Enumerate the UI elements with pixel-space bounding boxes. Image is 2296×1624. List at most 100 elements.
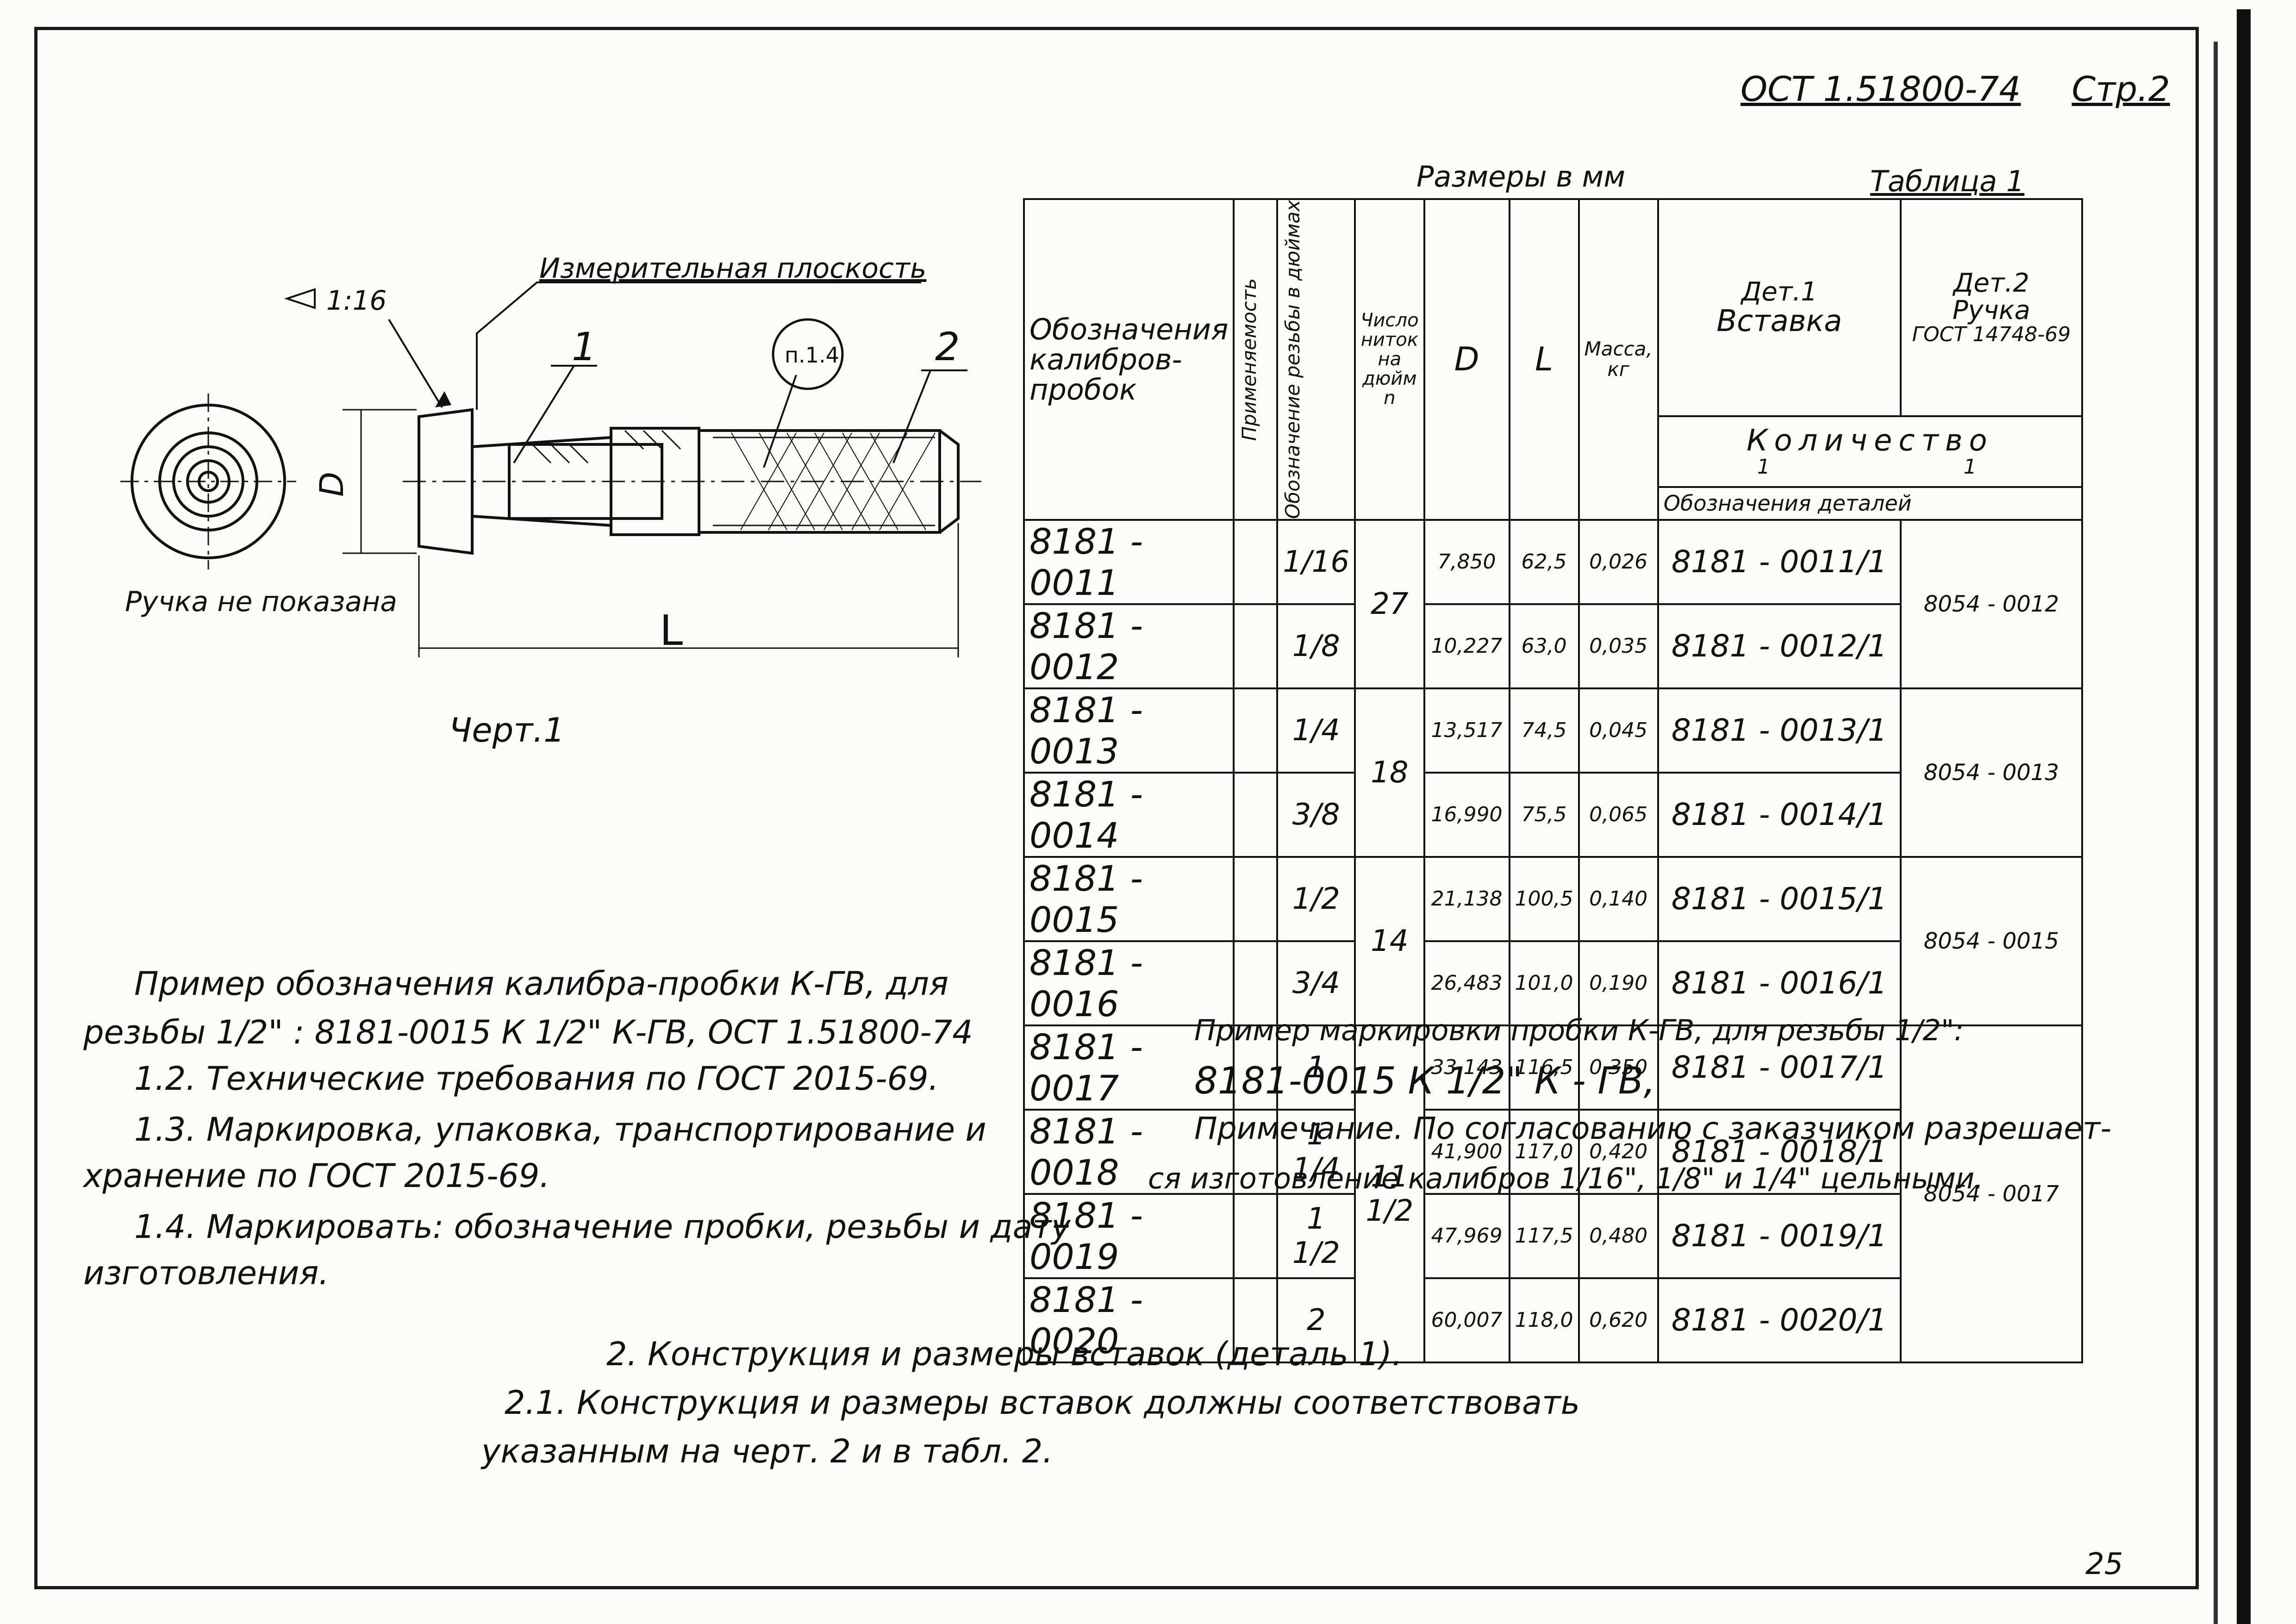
row-l: 117,0	[1508, 1108, 1580, 1195]
gauge-table: Обозначения калибров-пробок Применяемост…	[1023, 198, 2084, 1363]
callout-1: 1	[572, 324, 597, 369]
row-d: 33,143	[1423, 1024, 1510, 1111]
row-applicability	[1233, 518, 1279, 605]
det1-name: Вставка	[1716, 304, 1842, 338]
qty-det2: 1	[1963, 455, 1983, 479]
row-d: 21,138	[1423, 856, 1510, 942]
row-d: 10,227	[1423, 603, 1510, 689]
table-units: Размеры в мм	[1416, 160, 1626, 194]
row-l: 118,0	[1508, 1277, 1580, 1363]
row-thread: 1/16	[1276, 518, 1356, 605]
row-code: 8181 - 0020	[1023, 1277, 1235, 1363]
note-right-4: ся изготовление калибров 1/16", 1/8" и 1…	[1148, 1162, 1984, 1195]
row-mass: 0,035	[1578, 603, 1659, 689]
plane-label: Измерительная плоскость	[539, 252, 927, 285]
note-right-1: Пример маркировки пробки К-ГВ, для резьб…	[1194, 1013, 1964, 1047]
row-applicability	[1233, 603, 1279, 689]
scan-edge	[2237, 9, 2251, 1624]
tpi-group: 27	[1354, 518, 1425, 689]
row-l: 100,5	[1508, 856, 1580, 942]
row-insert: 8181 - 0016/1	[1657, 940, 1902, 1026]
row-insert: 8181 - 0012/1	[1657, 603, 1902, 689]
row-code: 8181 - 0013	[1023, 687, 1235, 774]
row-mass: 0,065	[1578, 771, 1659, 858]
row-insert: 8181 - 0019/1	[1657, 1193, 1902, 1279]
tpi-group: 11 1/2	[1354, 1024, 1425, 1363]
row-d: 7,850	[1423, 518, 1510, 605]
quantity-label: Количество	[1747, 424, 1994, 458]
row-code: 8181 - 0012	[1023, 603, 1235, 689]
row-applicability	[1233, 1024, 1279, 1111]
figure-caption: Черт.1	[449, 711, 565, 750]
handle-group: 8054 - 0017	[1899, 1024, 2084, 1363]
tpi-group: 14	[1354, 856, 1425, 1026]
thread-header: Обозначение резьбы в дюймах	[1281, 200, 1304, 519]
note-left-2: резьбы 1/2" : 8181-0015 К 1/2" К-ГВ, ОСТ…	[83, 1013, 973, 1051]
row-thread: 3/4	[1276, 940, 1356, 1026]
row-thread: 1/4	[1276, 687, 1356, 774]
standard-number: ОСТ 1.51800-74	[1741, 69, 2021, 109]
row-l: 63,0	[1508, 603, 1580, 689]
col-designation: Обозначения калибров-пробок	[1023, 198, 1235, 521]
parts-designation: Обозначения деталей	[1657, 486, 2084, 521]
section2-title: 2. Конструкция и размеры вставок (деталь…	[606, 1335, 1403, 1373]
row-d: 13,517	[1423, 687, 1510, 774]
tpi-group: 18	[1354, 687, 1425, 858]
row-code: 8181 - 0017	[1023, 1024, 1235, 1111]
table-title: Таблица 1	[1870, 164, 2025, 198]
det2-std: ГОСТ 14748-69	[1912, 323, 2071, 347]
det2-label: Дет.2	[1953, 268, 2030, 298]
row-mass: 0,420	[1578, 1108, 1659, 1195]
section2-line1: 2.1. Конструкция и размеры вставок должн…	[505, 1384, 1580, 1422]
row-mass: 0,620	[1578, 1277, 1659, 1363]
row-code: 8181 - 0016	[1023, 940, 1235, 1026]
row-mass: 0,190	[1578, 940, 1659, 1026]
row-thread: 1 1/4	[1276, 1108, 1356, 1195]
row-l: 116,5	[1508, 1024, 1580, 1111]
note-left-1: Пример обозначения калибра-пробки К-ГВ, …	[134, 965, 948, 1003]
row-d: 16,990	[1423, 771, 1510, 858]
section2-line2: указанным на черт. 2 и в табл. 2.	[481, 1432, 1053, 1470]
row-applicability	[1233, 1193, 1279, 1279]
row-d: 60,007	[1423, 1277, 1510, 1363]
row-insert: 8181 - 0017/1	[1657, 1024, 1902, 1111]
det1-label: Дет.1	[1741, 276, 1817, 307]
row-l: 101,0	[1508, 940, 1580, 1026]
parts-row: Обозначения деталей	[1024, 486, 2084, 521]
col-tpi: Число ниток на дюйм n	[1354, 198, 1425, 521]
table-header-row: Обозначения калибров-пробок Применяемост…	[1023, 198, 2084, 521]
page-number: 25	[2085, 1547, 2123, 1581]
row-mass: 0,045	[1578, 687, 1659, 774]
row-thread: 2	[1276, 1277, 1356, 1363]
taper-label: 1:16	[326, 285, 387, 316]
row-insert: 8181 - 0011/1	[1657, 518, 1902, 605]
handle-group: 8054 - 0012	[1899, 518, 2084, 689]
dim-d-label: D	[312, 472, 351, 497]
handle-group: 8054 - 0015	[1899, 856, 2084, 1026]
row-insert: 8181 - 0015/1	[1657, 856, 1902, 942]
row-applicability	[1233, 771, 1279, 858]
row-thread: 1/8	[1276, 603, 1356, 689]
note-left-7: изготовления.	[83, 1254, 329, 1292]
row-mass: 0,350	[1578, 1024, 1659, 1111]
qty-det1: 1	[1757, 455, 1777, 479]
row-insert: 8181 - 0018/1	[1657, 1108, 1902, 1195]
row-applicability	[1233, 1108, 1279, 1195]
row-l: 117,5	[1508, 1193, 1580, 1279]
note-left-4: 1.3. Маркировка, упаковка, транспортиров…	[134, 1111, 986, 1149]
note-right-2: 8181-0015 К 1/2" К - ГВ,	[1194, 1059, 1656, 1102]
row-thread: 1 1/2	[1276, 1193, 1356, 1279]
row-mass: 0,480	[1578, 1193, 1659, 1279]
row-thread: 1/2	[1276, 856, 1356, 942]
